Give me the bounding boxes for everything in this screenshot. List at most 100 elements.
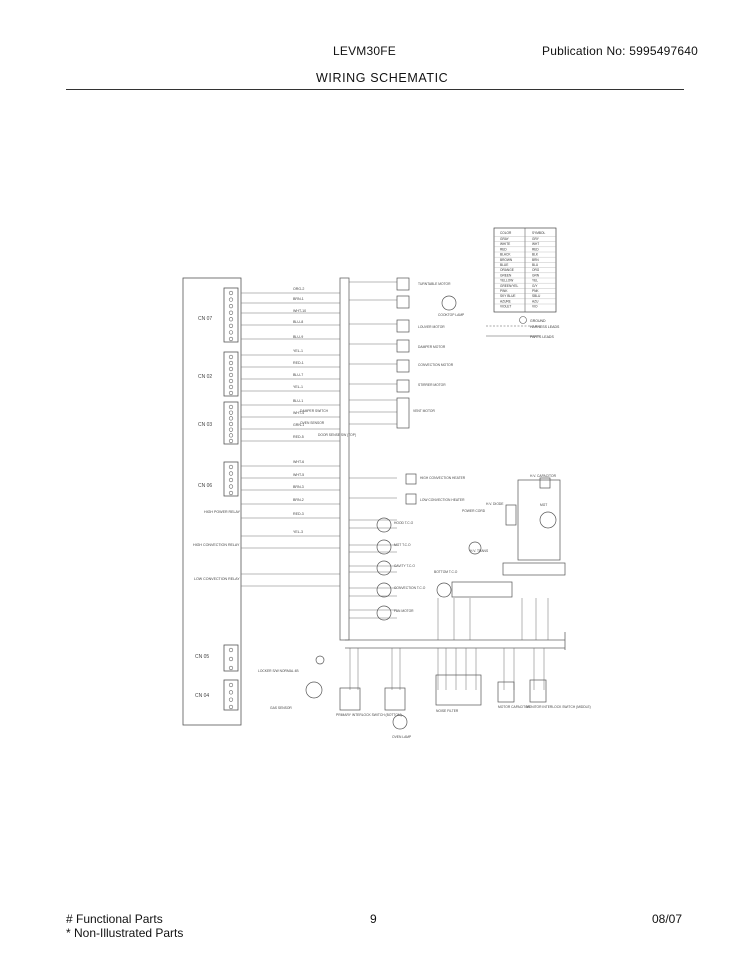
connector-pin xyxy=(228,323,234,328)
component-label: LOCKER S/W NORMAL 4B xyxy=(258,669,299,673)
connector-pin xyxy=(228,490,234,496)
legend-color: BLUE xyxy=(500,263,508,267)
connector-pin xyxy=(228,304,234,309)
footer-non-illustrated: * Non-Illustrated Parts xyxy=(66,926,184,940)
wire-label: BRN-2 xyxy=(293,498,304,502)
legend-color: YELLOW xyxy=(500,279,513,283)
wire-label: ORG-2 xyxy=(293,287,304,291)
component-labels: TURNTABLE MOTOR COOKTOP LAMP LOUVER MOTOR D… xyxy=(258,282,591,739)
wire-label: BLU-7 xyxy=(293,373,303,377)
connector-pin xyxy=(228,404,234,410)
wire-label: RED-3 xyxy=(293,512,304,516)
relay-label: LOW CONVECTION RELAY xyxy=(194,577,240,581)
wire-label: GRN-1 xyxy=(293,423,304,427)
connector-label: CN 04 xyxy=(195,693,209,699)
connector-pin xyxy=(228,690,234,695)
legend-color: BLACK xyxy=(500,253,511,257)
legend-symbol: RED xyxy=(532,247,539,251)
connector-label: CN 07 xyxy=(198,316,212,322)
connector-pin xyxy=(228,390,234,396)
component-label: NOISE FILTER xyxy=(436,709,459,713)
connector-pin xyxy=(228,290,234,296)
legend-header: SYMBOL xyxy=(532,231,546,235)
harness-wires xyxy=(241,281,549,690)
connector-pin xyxy=(228,484,234,489)
wire-label: BLU-8 xyxy=(293,320,303,324)
component-label: DAMPER SWITCH xyxy=(300,409,329,413)
component-label: DOOR SENSE SW (TOP) xyxy=(318,433,356,437)
page-number: 9 xyxy=(370,912,377,926)
connector-pin xyxy=(228,433,234,438)
component-label: MONITOR INTERLOCK SWITCH (MIDDLE) xyxy=(526,705,591,709)
component-label: LOUVER MOTOR xyxy=(418,325,445,329)
connector-pin xyxy=(228,697,234,702)
component-label: H.V. CAPACITOR xyxy=(530,474,557,478)
component-label: CONVECTION T.C.O xyxy=(394,586,426,590)
wire-label: WHT-4 xyxy=(293,411,304,415)
relay-label: HIGH POWER RELAY xyxy=(204,510,241,514)
wire-labels: ORG-2BRN-1WHT-10BLU-8BLU-9YEL-1RED-1BLU-… xyxy=(293,287,306,534)
component-label: MGT xyxy=(540,503,547,507)
legend-symbol: BLU xyxy=(532,263,539,267)
legend-symbol: YEL xyxy=(532,279,538,283)
legend-symbol: BRN xyxy=(532,258,539,262)
legend-color: PINK xyxy=(500,289,508,293)
component-label: TURNTABLE MOTOR xyxy=(418,282,451,286)
legend-color: GRAY xyxy=(500,237,510,241)
connector-pin xyxy=(228,330,234,335)
wire-label: BLU-1 xyxy=(293,399,303,403)
legend-color: WHITE xyxy=(500,242,510,246)
connector-pin xyxy=(228,297,234,302)
legend-symbol: ORG xyxy=(532,268,540,272)
component-label: DAMPER MOTOR xyxy=(418,345,446,349)
main-control-board xyxy=(182,277,242,726)
component-label: PRIMARY INTERLOCK SWITCH (BOTTOM) xyxy=(336,713,402,717)
legend-symbol: GRY xyxy=(532,237,540,241)
wire-label: RED-5 xyxy=(293,435,304,439)
connector-pin xyxy=(228,378,234,384)
page-title: WIRING SCHEMATIC xyxy=(316,71,449,85)
component-label: POWER CORD xyxy=(462,509,486,513)
footer-functional-parts: # Functional Parts xyxy=(66,912,163,926)
component-label: BOTTOM T.C.O xyxy=(434,570,458,574)
connector-label: CN 02 xyxy=(198,374,212,380)
wire-label: WHT-5 xyxy=(293,473,304,477)
component-label: VENT MOTOR xyxy=(413,409,435,413)
component-label: MGT T.C.O xyxy=(394,543,411,547)
legend-color: GREEN/YEL xyxy=(500,284,518,288)
header-rule xyxy=(66,89,684,90)
legend-color: ORANGE xyxy=(500,268,514,272)
connector-pin xyxy=(228,384,234,390)
component-label: H.V. DIODE xyxy=(486,502,504,506)
component-label: FAN MOTOR xyxy=(394,609,414,613)
legend-color: BROWN xyxy=(500,258,513,262)
legend-parts-leads: PARTS LEADS xyxy=(530,335,554,339)
wire-label: BRN-1 xyxy=(293,297,304,301)
legend-ground: GROUND xyxy=(530,319,546,323)
wire-label: YEL-3 xyxy=(293,530,303,534)
component-label: STIRRER MOTOR xyxy=(418,383,446,387)
legend-symbol: SBLU xyxy=(532,294,541,298)
connector-pin xyxy=(228,682,234,688)
component-label: CONVECTION MOTOR xyxy=(418,363,454,367)
connector-pin xyxy=(228,477,234,483)
component-label: GAS SENSOR xyxy=(270,706,292,710)
component-label: H.V. TRANS xyxy=(470,549,489,553)
component-label: COOKTOP LAMP xyxy=(438,313,465,317)
legend-color: RED xyxy=(500,247,507,251)
component-label: HIGH CONVECTION HEATER xyxy=(420,476,466,480)
connector-pin xyxy=(228,366,234,372)
legend-color: SKY BLUE xyxy=(500,294,516,298)
legend-header: COLOR xyxy=(500,231,512,235)
connector-pin xyxy=(228,656,234,662)
wire-label: BRN-3 xyxy=(293,485,304,489)
legend-symbol: GRN xyxy=(532,273,540,277)
component-label: OVEN SENSOR xyxy=(300,421,325,425)
connector-pin xyxy=(228,354,234,360)
connector-labels: CN 07 CN 02 CN 03 CN 06 CN 05 CN 04 xyxy=(195,316,212,699)
legend-symbol: WHT xyxy=(532,242,539,246)
legend-color: GREEN xyxy=(500,273,512,277)
connector-pins xyxy=(228,290,234,710)
